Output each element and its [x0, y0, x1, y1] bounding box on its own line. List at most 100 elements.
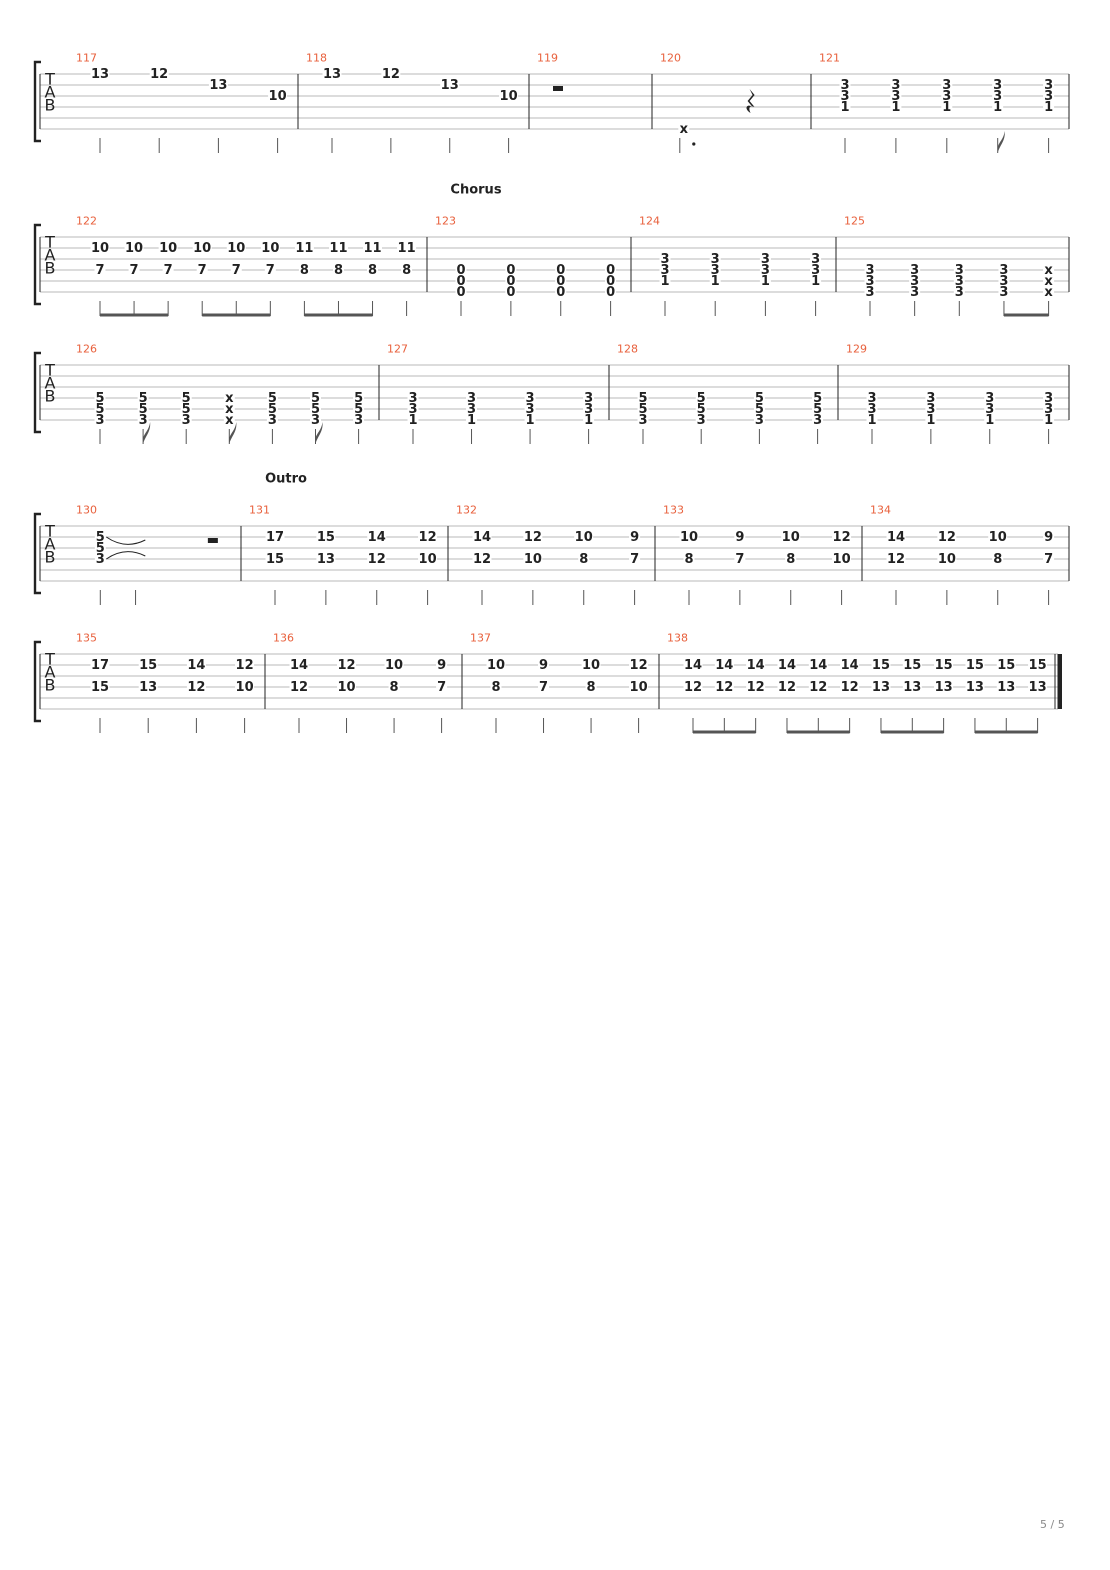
fret-number: 12	[833, 530, 851, 545]
tab-clef-t: T	[44, 233, 55, 252]
fret-number: 9	[539, 658, 548, 673]
measure-119: 119	[537, 52, 563, 91]
fret-number: 12	[187, 680, 205, 695]
fret-number: 3	[584, 391, 593, 406]
fret-number: 5	[311, 391, 320, 406]
fret-mask	[629, 553, 641, 565]
beat: 10	[499, 89, 519, 153]
tab-system-3: TAB126553553553xxx5535535531273313313313…	[33, 343, 1070, 444]
fret-mask	[934, 659, 954, 671]
fret-mask	[94, 542, 106, 554]
fret-mask	[367, 264, 379, 276]
fret-number: 3	[354, 413, 363, 428]
fret-number: 5	[354, 402, 363, 417]
beat: 107	[90, 241, 110, 316]
fret-number: 3	[95, 413, 104, 428]
fret-mask	[490, 681, 502, 693]
fret-mask	[499, 90, 519, 102]
fret-number: 15	[872, 658, 890, 673]
fret-number: 3	[955, 274, 964, 289]
fret-number: 3	[865, 274, 874, 289]
fret-number: 8	[491, 680, 500, 695]
fret-number: 14	[684, 658, 702, 673]
beat: xxx	[223, 391, 237, 444]
beat: 108	[679, 530, 699, 605]
beat	[207, 538, 218, 543]
fret-mask	[367, 531, 387, 543]
fret-number: 7	[1044, 552, 1053, 567]
fret-mask	[310, 403, 321, 415]
fret-mask	[810, 264, 822, 276]
system-bracket	[33, 640, 41, 723]
fret-mask	[180, 414, 192, 426]
fret-number: 5	[268, 391, 277, 406]
fret-number: 1	[942, 100, 951, 115]
fret-mask	[192, 242, 212, 254]
fret-number: 10	[989, 530, 1007, 545]
tab-system-4: TABOutro13055313117151513141212101321412…	[33, 472, 1070, 605]
fret-number: 0	[456, 263, 465, 278]
fret-number: 12	[419, 530, 437, 545]
fret-mask	[407, 403, 419, 415]
tab-clef-b: B	[45, 676, 56, 695]
fret-number: 7	[95, 263, 104, 278]
fret-number: 10	[261, 241, 279, 256]
beat: 331	[1043, 78, 1055, 153]
fret-number: 12	[337, 658, 355, 673]
fret-mask	[808, 659, 828, 671]
fret-mask	[709, 275, 721, 287]
beat: 331	[890, 78, 902, 153]
fret-mask	[455, 275, 467, 287]
fret-mask	[524, 414, 536, 426]
beat: 108	[384, 658, 404, 733]
fret-number: x	[1044, 263, 1053, 278]
fret-number: 13	[903, 680, 921, 695]
beat: 13	[440, 78, 460, 153]
fret-number: 3	[1044, 402, 1053, 417]
fret-mask	[235, 659, 255, 671]
fret-number: 5	[697, 391, 706, 406]
fret-number: 1	[891, 100, 900, 115]
beat: 553	[137, 391, 151, 444]
fret-mask	[871, 659, 891, 671]
fret-mask	[605, 286, 617, 298]
fret-number: 5	[139, 402, 148, 417]
fret-number: 1	[926, 413, 935, 428]
fret-number: 3	[985, 402, 994, 417]
fret-number: 7	[164, 263, 173, 278]
fret-mask	[268, 90, 288, 102]
fret-number: 14	[841, 658, 859, 673]
beat: 553	[812, 391, 824, 444]
fret-number: 3	[311, 413, 320, 428]
fret-mask	[186, 659, 206, 671]
fret-mask	[316, 553, 336, 565]
fret-mask	[992, 101, 1004, 113]
fret-number: 5	[268, 402, 277, 417]
fret-number: 15	[997, 658, 1015, 673]
fret-number: 15	[266, 552, 284, 567]
fret-number: 3	[139, 413, 148, 428]
measure-number: 134	[870, 504, 891, 517]
fret-number: 10	[782, 530, 800, 545]
measure-number: 123	[435, 215, 456, 228]
fret-number: 5	[697, 402, 706, 417]
fret-number: 12	[715, 680, 733, 695]
fret-mask	[583, 392, 595, 404]
fret-mask	[984, 403, 996, 415]
fret-number: 5	[638, 402, 647, 417]
fret-mask	[998, 286, 1010, 298]
measure-number: 119	[537, 52, 558, 65]
eighth-flag	[229, 422, 237, 444]
